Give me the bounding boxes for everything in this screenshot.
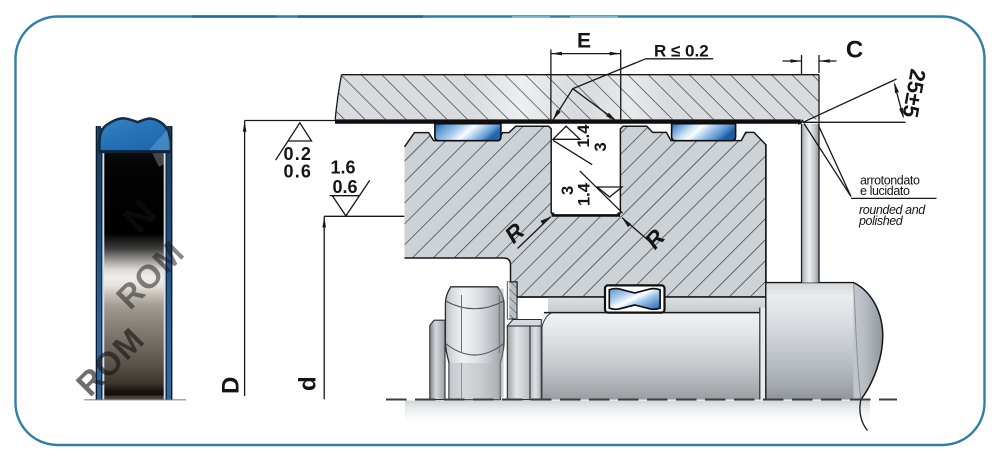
svg-text:D: D bbox=[218, 377, 245, 394]
svg-text:arrotondato: arrotondato bbox=[860, 174, 920, 188]
svg-text:C: C bbox=[846, 37, 863, 64]
svg-text:3: 3 bbox=[592, 142, 610, 151]
svg-text:d: d bbox=[295, 376, 322, 391]
svg-text:E: E bbox=[577, 30, 591, 53]
svg-text:1.4: 1.4 bbox=[576, 182, 594, 206]
svg-text:0.6: 0.6 bbox=[284, 161, 313, 181]
svg-text:0.2: 0.2 bbox=[284, 144, 313, 164]
svg-text:polished: polished bbox=[858, 214, 904, 228]
svg-text:3: 3 bbox=[559, 186, 577, 195]
svg-text:0.6: 0.6 bbox=[333, 177, 358, 197]
svg-text:1.6: 1.6 bbox=[331, 157, 356, 177]
svg-text:R ≤ 0.2: R ≤ 0.2 bbox=[654, 42, 709, 61]
svg-text:1.4: 1.4 bbox=[575, 124, 593, 148]
svg-text:rounded and: rounded and bbox=[859, 203, 926, 217]
svg-text:e lucidato: e lucidato bbox=[860, 184, 910, 198]
